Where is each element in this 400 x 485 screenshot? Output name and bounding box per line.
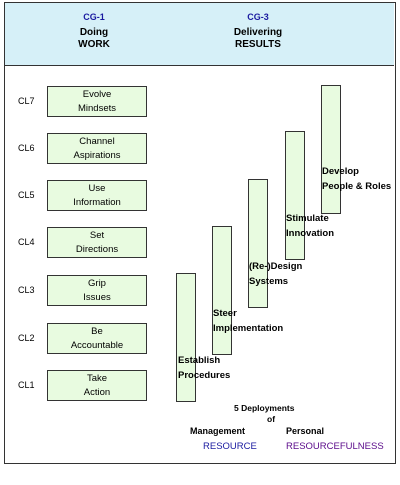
management-label: Management	[190, 426, 246, 436]
cg1-header: CG-1 Doing WORK	[44, 12, 144, 51]
cg3-line1: Delivering	[233, 27, 283, 38]
level-label-cl6: CL6	[18, 143, 35, 153]
level-box-cl2: Be Accountable	[47, 323, 147, 354]
level-box-cl3: Grip Issues	[47, 275, 147, 306]
personal-label: Personal	[286, 426, 325, 436]
cg1-line1: Doing	[79, 27, 109, 38]
personal-resourcefulness: RESOURCEFULNESS	[286, 441, 384, 452]
level-label-cl2: CL2	[18, 333, 35, 343]
level-label-cl5: CL5	[18, 190, 35, 200]
level-box-cl1: Take Action	[47, 370, 147, 401]
cg3-line2: RESULTS	[235, 39, 281, 50]
diagram-frame: CG-1 Doing WORK CG-3 Delivering RESULTS …	[4, 2, 396, 464]
level-box-cl5: Use Information	[47, 180, 147, 211]
deployment-label-steer-implementation: Steer Implementation	[213, 308, 284, 334]
cg1-code: CG-1	[83, 12, 105, 22]
deployment-label-redesign-systems: (Re-)Design Systems	[249, 261, 303, 287]
deployment-bar-2	[212, 226, 232, 355]
cg1-line2: WORK	[78, 39, 110, 50]
level-box-cl6: Channel Aspirations	[47, 133, 147, 164]
header-band: CG-1 Doing WORK CG-3 Delivering RESULTS	[5, 3, 394, 66]
deployment-label-develop-people-roles: Develop People & Roles	[322, 166, 392, 192]
level-label-cl3: CL3	[18, 285, 35, 295]
cg3-header: CG-3 Delivering RESULTS	[208, 12, 308, 51]
level-label-cl4: CL4	[18, 237, 35, 247]
level-box-cl4: Set Directions	[47, 227, 147, 258]
deployment-bar-5	[321, 85, 341, 214]
deployment-bar-1	[176, 273, 196, 402]
level-box-cl7: Evolve Mindsets	[47, 86, 147, 117]
level-label-cl1: CL1	[18, 380, 35, 390]
level-label-cl7: CL7	[18, 96, 35, 106]
deployment-bar-3	[248, 179, 268, 308]
deployments-caption-of: of	[267, 414, 276, 424]
management-resource: RESOURCE	[203, 441, 257, 452]
cg3-code: CG-3	[247, 12, 269, 22]
deployment-label-stimulate-innovation: Stimulate Innovation	[286, 213, 335, 239]
deployment-bar-4	[285, 131, 305, 260]
deployment-label-establish-procedures: Establish Procedures	[178, 355, 231, 381]
deployments-caption: 5 Deployments	[234, 403, 295, 413]
